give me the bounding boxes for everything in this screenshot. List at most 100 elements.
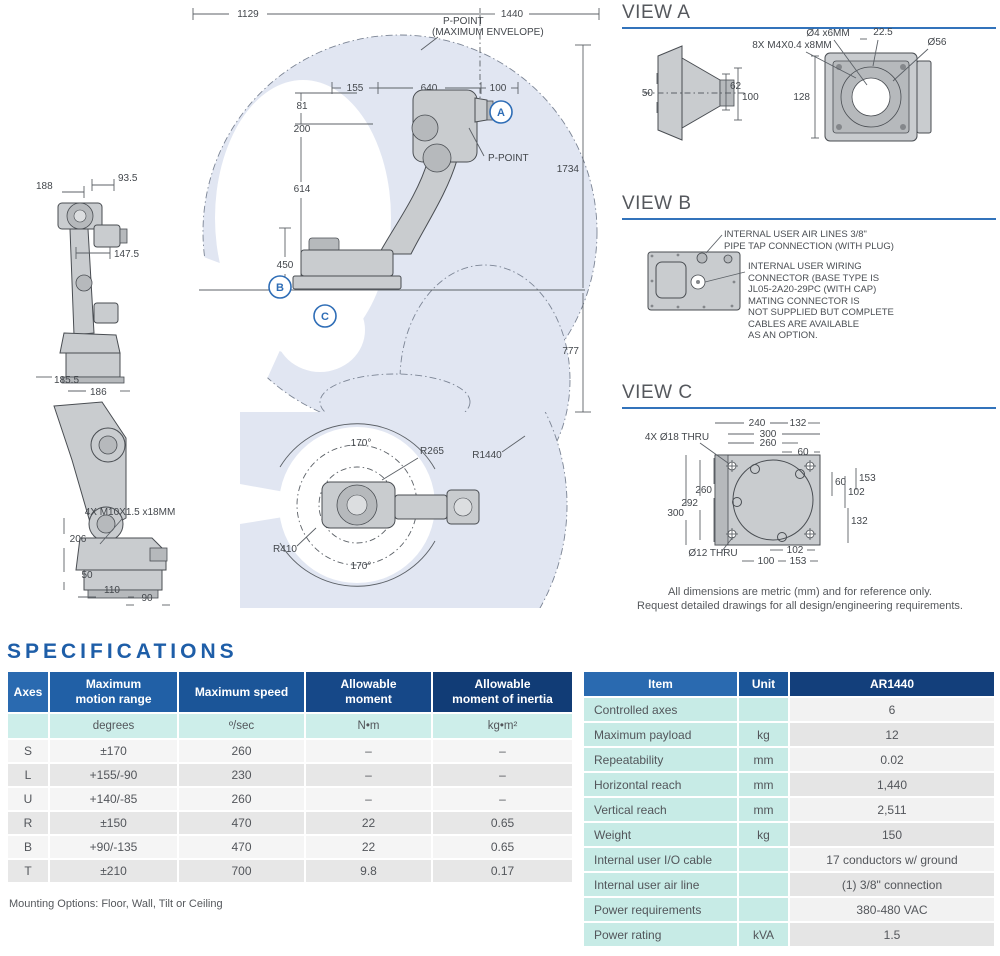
table-row: Internal user I/O cable 17 conductors w/… <box>584 848 994 871</box>
view-b-marker <box>268 275 292 299</box>
cell: 9.8 <box>306 860 431 882</box>
table-row: Internal user air line (1) 3/8" connecti… <box>584 873 994 896</box>
axes-spec-table: Axes Maximum motion range Maximum speed … <box>6 670 574 884</box>
value-cell: 150 <box>790 823 994 846</box>
table-row: Power rating kVA 1.5 <box>584 923 994 946</box>
dim-c-60-right: 60 <box>835 477 847 488</box>
unit-cell: mm <box>739 773 788 796</box>
rear-view-drawing: 4X M10X1.5 x18MM 206 50 110 90 <box>53 401 176 606</box>
axes-table-units-row: degrees º/sec N•m kg•m² <box>8 714 572 738</box>
dim-r265: R265 <box>420 446 444 457</box>
axis-letter: L <box>8 764 48 786</box>
cell: 470 <box>179 836 304 858</box>
view-b-marker-letter: B <box>276 282 284 294</box>
dim-777: 777 <box>562 346 579 357</box>
col-header-moment-inertia: Allowable moment of inertia <box>433 672 572 712</box>
dim-147-5: 147.5 <box>114 249 139 260</box>
table-row: Weight kg 150 <box>584 823 994 846</box>
unit-cell: mm <box>739 748 788 771</box>
cell: – <box>306 764 431 786</box>
dim-c-260-top: 260 <box>760 438 777 449</box>
dim-c-240: 240 <box>749 418 766 429</box>
cell: 470 <box>179 812 304 834</box>
robot-side-silhouette <box>292 89 494 290</box>
view-b-drawing <box>647 234 746 311</box>
view-a-marker-letter: A <box>497 107 505 119</box>
unit-cell <box>739 698 788 721</box>
dim-a-62: 62 <box>730 81 742 92</box>
dim-640: 640 <box>421 83 438 94</box>
dim-1440: 1440 <box>501 9 524 20</box>
metric-note-line1: All dimensions are metric (mm) and for r… <box>668 586 932 598</box>
axis-letter: T <box>8 860 48 882</box>
hole-callout: Ø4 x6MM <box>806 28 849 39</box>
cell: 230 <box>179 764 304 786</box>
dim-c-153-right: 153 <box>859 473 876 484</box>
wiring-note: INTERNAL USER WIRING CONNECTOR (BASE TYP… <box>748 261 894 341</box>
dim-a-128: 128 <box>793 92 810 103</box>
cell: ±170 <box>50 740 177 762</box>
general-spec-table: Item Unit AR1440 Controlled axes 6 Maxim… <box>582 670 996 948</box>
item-cell: Weight <box>584 823 737 846</box>
table-row: T ±210 700 9.8 0.17 <box>8 860 572 882</box>
view-a-rule <box>622 27 996 29</box>
axis-letter: R <box>8 812 48 834</box>
item-cell: Maximum payload <box>584 723 737 746</box>
view-b-rule <box>622 218 996 220</box>
dim-110: 110 <box>104 585 120 596</box>
dim-angle-bottom: 170° <box>351 561 372 572</box>
dim-1129: 1129 <box>237 9 259 20</box>
bolt-pattern-label: 4X M10X1.5 x18MM <box>85 507 176 518</box>
air-line-note: INTERNAL USER AIR LINES 3/8" PIPE TAP CO… <box>724 229 894 252</box>
unit-cell: kg <box>739 723 788 746</box>
unit-cell <box>739 873 788 896</box>
value-cell: 0.02 <box>790 748 994 771</box>
dim-a-22-5: 22.5 <box>873 28 893 38</box>
dim-50: 50 <box>81 570 93 581</box>
table-row: Power requirements 380-480 VAC <box>584 898 994 921</box>
cell: ±150 <box>50 812 177 834</box>
value-cell: 1.5 <box>790 923 994 946</box>
table-row: Repeatability mm 0.02 <box>584 748 994 771</box>
table-row: L +155/-90 230 – – <box>8 764 572 786</box>
dim-c-100-bottom: 100 <box>758 556 775 567</box>
value-cell: (1) 3/8" connection <box>790 873 994 896</box>
dim-c-102-bottom: 102 <box>787 545 804 556</box>
dim-614: 614 <box>294 184 311 195</box>
unit-cell <box>739 898 788 921</box>
view-a-drawing: 50 62 100 128 Ø4 x6MM 8X M4X0.4 x8MM 22.… <box>642 28 947 142</box>
cell: – <box>433 764 572 786</box>
table-row: Horizontal reach mm 1,440 <box>584 773 994 796</box>
table-row: Controlled axes 6 <box>584 698 994 721</box>
value-cell: 2,511 <box>790 798 994 821</box>
cell: – <box>306 740 431 762</box>
col-header-allowable-moment: Allowable moment <box>306 672 431 712</box>
thru12-callout: Ø12 THRU <box>688 548 737 559</box>
view-c-marker <box>313 304 337 328</box>
dim-r410: R410 <box>273 544 297 555</box>
axis-letter: S <box>8 740 48 762</box>
dim-1734: 1734 <box>557 164 580 175</box>
cell: 22 <box>306 836 431 858</box>
view-c-drawing: 4X Ø18 THRU 240 132 300 260 60 260 292 3… <box>645 418 876 567</box>
dim-90: 90 <box>141 593 153 604</box>
table-row: S ±170 260 – – <box>8 740 572 762</box>
unit-cell: kg•m² <box>433 714 572 738</box>
value-cell: 380-480 VAC <box>790 898 994 921</box>
table-row: B +90/-135 470 22 0.65 <box>8 836 572 858</box>
air-line-port <box>696 252 708 264</box>
view-a-title: VIEW A <box>622 2 691 23</box>
cell: – <box>306 788 431 810</box>
table-row: R ±150 470 22 0.65 <box>8 812 572 834</box>
unit-cell <box>8 714 48 738</box>
dim-angle-top: 170° <box>351 438 372 449</box>
dim-450: 450 <box>277 260 294 271</box>
axes-table-header-row: Axes Maximum motion range Maximum speed … <box>8 672 572 712</box>
p-point-label: P-POINT <box>488 153 529 164</box>
value-cell: 17 conductors w/ ground <box>790 848 994 871</box>
dim-100: 100 <box>490 83 507 94</box>
item-cell: Controlled axes <box>584 698 737 721</box>
cell: 0.65 <box>433 812 572 834</box>
item-cell: Repeatability <box>584 748 737 771</box>
